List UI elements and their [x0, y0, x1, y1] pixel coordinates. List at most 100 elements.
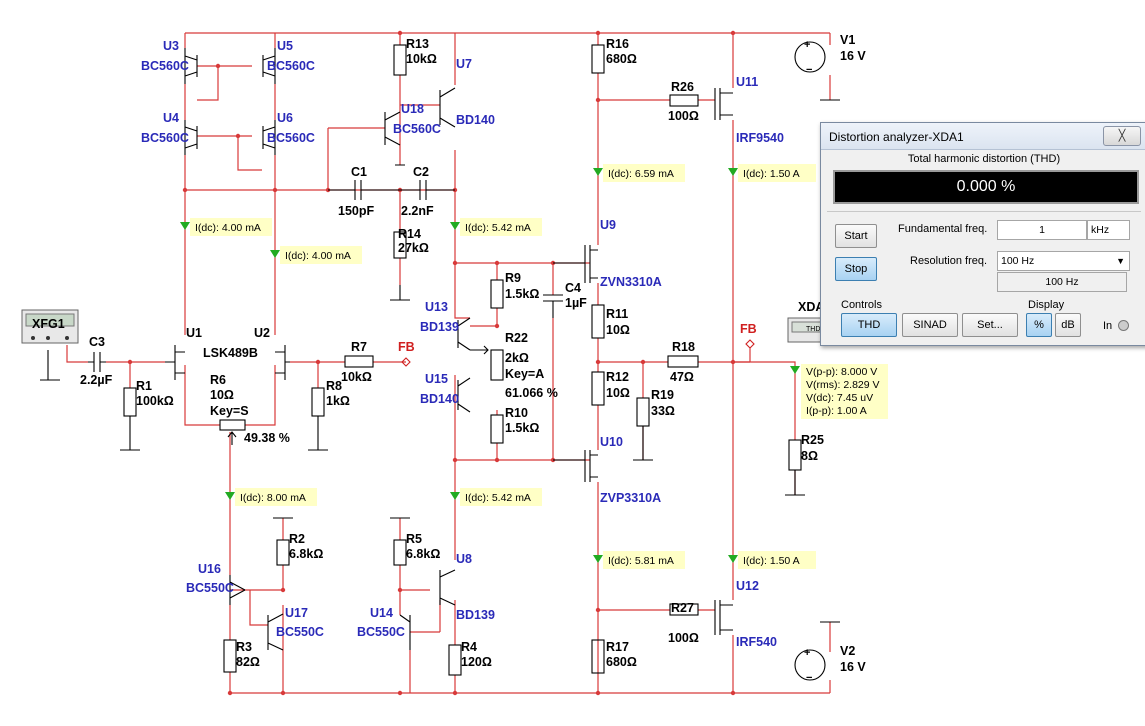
svg-text:Key=A: Key=A [505, 367, 544, 381]
svg-text:U14: U14 [370, 606, 393, 620]
sinad-button[interactable]: SINAD [902, 313, 958, 337]
svg-text:BC550C: BC550C [186, 581, 234, 595]
svg-text:R14: R14 [398, 227, 421, 241]
svg-text:I(dc): 5.81 mA: I(dc): 5.81 mA [608, 555, 674, 567]
probe-p3: I(dc): 5.42 mA [450, 218, 542, 236]
svg-text:R19: R19 [651, 388, 674, 402]
svg-text:I(dc): 6.59 mA: I(dc): 6.59 mA [608, 168, 674, 180]
resolution-freq-select[interactable]: 100 Hz ▼ [997, 251, 1130, 271]
function-generator-xfg1[interactable] [21, 309, 79, 344]
probe-p2: I(dc): 4.00 mA [270, 246, 362, 264]
svg-text:2kΩ: 2kΩ [505, 351, 529, 365]
svg-text:16 V: 16 V [840, 49, 866, 63]
resolution-freq-label: Resolution freq. [910, 255, 988, 267]
svg-text:BD140: BD140 [456, 113, 495, 127]
svg-text:R27: R27 [671, 601, 694, 615]
svg-text:R16: R16 [606, 37, 629, 51]
svg-text:I(dc): 1.50 A: I(dc): 1.50 A [743, 555, 800, 567]
svg-text:680Ω: 680Ω [606, 655, 637, 669]
svg-text:THD: THD [806, 326, 820, 333]
svg-text:U15: U15 [425, 372, 448, 386]
xfg-label: XFG1 [32, 317, 65, 331]
probe-output: V(p-p): 8.000 V V(rms): 2.829 V V(dc): 7… [790, 364, 888, 419]
svg-text:10Ω: 10Ω [606, 323, 630, 337]
svg-text:U6: U6 [277, 111, 293, 125]
input-label: In [1103, 320, 1113, 332]
probe-p1: I(dc): 4.00 mA [180, 218, 272, 236]
svg-text:I(dc): 5.42 mA: I(dc): 5.42 mA [465, 222, 531, 234]
svg-text:BD139: BD139 [456, 608, 495, 622]
svg-text:49.38 %: 49.38 % [244, 431, 290, 445]
svg-text:U3: U3 [163, 39, 179, 53]
input-terminal-icon[interactable] [1118, 320, 1129, 331]
svg-text:+: + [804, 39, 810, 51]
svg-text:U4: U4 [163, 111, 179, 125]
svg-text:1kΩ: 1kΩ [326, 394, 350, 408]
svg-text:100Ω: 100Ω [668, 631, 699, 645]
svg-text:BC560C: BC560C [393, 122, 441, 136]
svg-text:61.066 %: 61.066 % [505, 386, 558, 400]
svg-text:V(dc): 7.45 uV: V(dc): 7.45 uV [806, 392, 873, 404]
probe-p5: I(dc): 1.50 A [728, 164, 816, 182]
svg-text:U2: U2 [254, 326, 270, 340]
probe-p6: I(dc): 8.00 mA [225, 488, 317, 506]
svg-text:16 V: 16 V [840, 660, 866, 674]
svg-text:IRF9540: IRF9540 [736, 131, 784, 145]
svg-text:R7: R7 [351, 340, 367, 354]
fundamental-freq-label: Fundamental freq. [898, 223, 988, 235]
svg-text:V1: V1 [840, 33, 855, 47]
svg-text:BC560C: BC560C [141, 59, 189, 73]
svg-text:C1: C1 [351, 165, 367, 179]
svg-text:Key=S: Key=S [210, 404, 249, 418]
svg-text:120Ω: 120Ω [461, 655, 492, 669]
start-button[interactable]: Start [835, 224, 877, 248]
svg-text:R11: R11 [606, 307, 628, 321]
svg-text:R26: R26 [671, 80, 694, 94]
svg-text:R17: R17 [606, 640, 629, 654]
close-button[interactable]: ╳ [1103, 126, 1141, 146]
svg-text:33Ω: 33Ω [651, 404, 675, 418]
fundamental-freq-unit[interactable]: kHz [1087, 220, 1130, 240]
db-button[interactable]: dB [1055, 313, 1081, 337]
svg-text:U18: U18 [401, 102, 424, 116]
svg-text:FB: FB [740, 322, 757, 336]
svg-text:U5: U5 [277, 39, 293, 53]
svg-text:C2: C2 [413, 165, 429, 179]
svg-text:6.8kΩ: 6.8kΩ [406, 547, 440, 561]
svg-text:27kΩ: 27kΩ [398, 241, 429, 255]
svg-text:100kΩ: 100kΩ [136, 394, 174, 408]
svg-text:FB: FB [398, 340, 415, 354]
thd-readout: 0.000 % [833, 170, 1139, 204]
svg-text:R4: R4 [461, 640, 477, 654]
chevron-down-icon[interactable]: ▼ [1116, 256, 1125, 266]
svg-text:R10: R10 [505, 406, 528, 420]
svg-text:82Ω: 82Ω [236, 655, 260, 669]
distortion-analyzer-window[interactable]: Distortion analyzer-XDA1 ╳ Total harmoni… [820, 122, 1145, 346]
svg-text:6.8kΩ: 6.8kΩ [289, 547, 323, 561]
svg-text:U9: U9 [600, 218, 616, 232]
stop-button[interactable]: Stop [835, 257, 877, 281]
svg-text:BC550C: BC550C [357, 625, 405, 639]
thd-heading: Total harmonic distortion (THD) [907, 153, 1061, 165]
svg-text:680Ω: 680Ω [606, 52, 637, 66]
thd-button[interactable]: THD [841, 313, 897, 337]
svg-text:C3: C3 [89, 335, 105, 349]
svg-text:BD139: BD139 [420, 320, 459, 334]
junction-dots [127, 30, 736, 696]
svg-text:LSK489B: LSK489B [203, 346, 258, 360]
percent-button[interactable]: % [1026, 313, 1052, 337]
display-group-label: Display [1028, 299, 1065, 311]
svg-text:2.2nF: 2.2nF [401, 204, 434, 218]
svg-text:2.2µF: 2.2µF [80, 373, 113, 387]
fundamental-freq-input[interactable]: 1 [997, 220, 1087, 240]
svg-text:V(rms): 2.829 V: V(rms): 2.829 V [806, 379, 880, 391]
probe-p4: I(dc): 6.59 mA [593, 164, 685, 182]
set-button[interactable]: Set... [962, 313, 1018, 337]
probe-p8: I(dc): 5.81 mA [593, 551, 685, 569]
window-titlebar[interactable]: Distortion analyzer-XDA1 ╳ [821, 123, 1145, 150]
svg-text:1.5kΩ: 1.5kΩ [505, 421, 539, 435]
svg-text:R5: R5 [406, 532, 422, 546]
svg-text:R3: R3 [236, 640, 252, 654]
controls-group-label: Controls [841, 299, 882, 311]
